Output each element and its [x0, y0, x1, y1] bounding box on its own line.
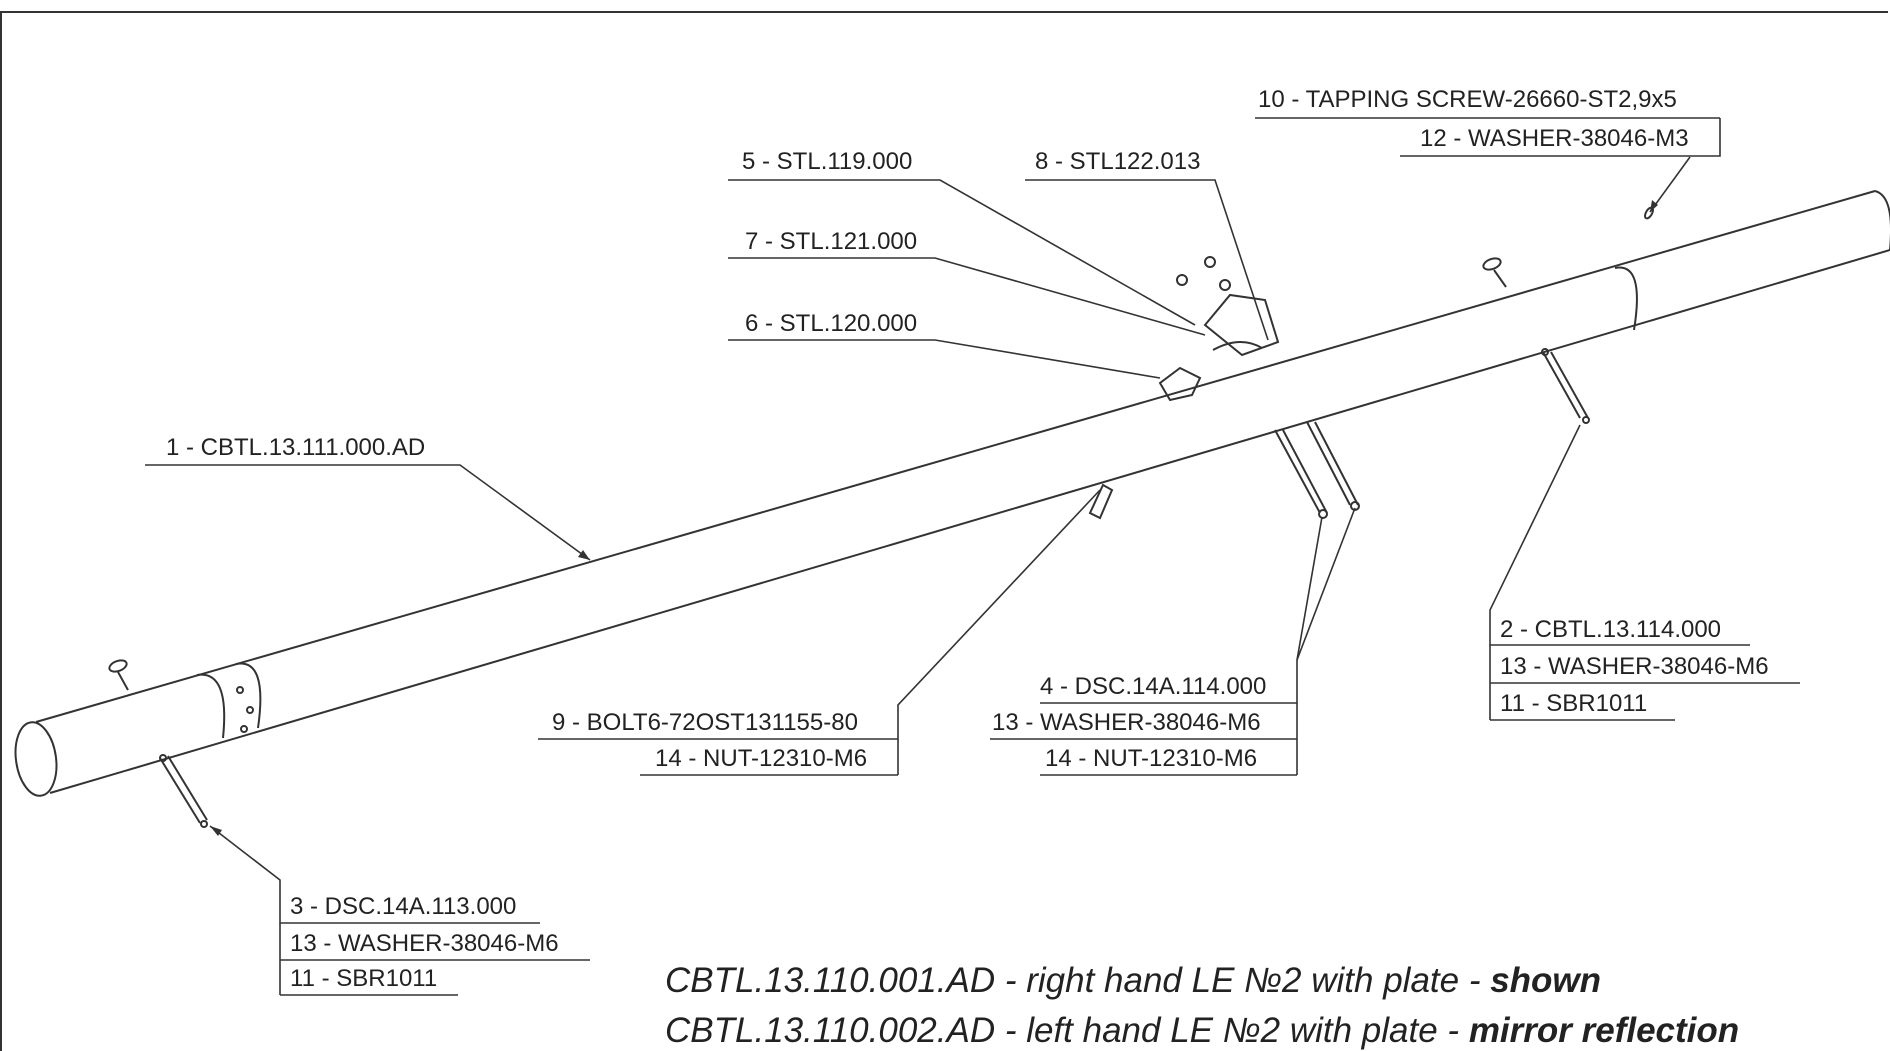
- nut: [1219, 279, 1231, 291]
- part-label-10: 10 - TAPPING SCREW-26660-ST2,9x5: [1258, 86, 1677, 113]
- bolt: [1088, 483, 1114, 520]
- part-label-2-sbr: 11 - SBR1011: [1500, 690, 1648, 717]
- bracket-plate: [1203, 293, 1280, 357]
- sleeve-hole: [236, 686, 244, 694]
- sleeve-hole: [246, 706, 254, 714]
- nut: [1176, 274, 1188, 286]
- caption-line-1-text: CBTL.13.110.001.AD - right hand LE №2 wi…: [665, 961, 1491, 1000]
- tube-far-end: [1874, 190, 1890, 250]
- part-label-9-nut: 14 - NUT-12310-M6: [655, 745, 868, 772]
- part-label-5: 5 - STL.119.000: [742, 148, 913, 175]
- part-label-6: 6 - STL.120.000: [745, 310, 918, 337]
- caption-line-2: CBTL.13.110.002.AD - left hand LE №2 wit…: [665, 1012, 1739, 1050]
- screw-washer: [108, 659, 128, 673]
- small-parts: [108, 206, 1654, 828]
- part-label-2: 2 - CBTL.13.114.000: [1500, 616, 1722, 643]
- caption-line-1-emphasis: shown: [1490, 961, 1602, 1000]
- part-label-3-washer: 13 - WASHER-38046-M6: [290, 930, 559, 957]
- nut: [1204, 256, 1216, 268]
- screw-washer: [1482, 257, 1502, 271]
- part-label-3: 3 - DSC.14A.113.000: [290, 893, 517, 920]
- part-label-9: 9 - BOLT6-72OST131155-80: [552, 709, 858, 736]
- part-label-8: 8 - STL122.013: [1035, 148, 1201, 175]
- caption-line-2-emphasis: mirror reflection: [1468, 1011, 1740, 1050]
- part-label-4-nut: 14 - NUT-12310-M6: [1045, 745, 1258, 772]
- caption-line-1: CBTL.13.110.001.AD - right hand LE №2 wi…: [665, 962, 1601, 1000]
- part-label-4-washer: 13 - WASHER-38046-M6: [992, 709, 1261, 736]
- part-label-3-sbr: 11 - SBR1011: [290, 965, 438, 992]
- part-label-2-washer: 13 - WASHER-38046-M6: [1500, 653, 1769, 680]
- right-sleeve-edge: [1614, 266, 1638, 331]
- part-label-12: 12 - WASHER-38046-M3: [1420, 125, 1689, 152]
- tube-end-ellipse: [14, 721, 58, 797]
- sleeve-hole: [240, 725, 248, 733]
- leader-lines: [145, 117, 1800, 996]
- tube-body: [14, 190, 1890, 797]
- sheet-border: [0, 11, 1888, 1051]
- left-sleeve-edge-1: [196, 673, 226, 739]
- bracket-lug: [1212, 341, 1263, 351]
- small-bracket: [1158, 366, 1202, 402]
- left-sleeve-edge-2: [235, 662, 262, 729]
- arrowheads: [210, 200, 1658, 836]
- part-label-1: 1 - CBTL.13.111.000.AD: [166, 434, 426, 461]
- part-label-7: 7 - STL.121.000: [745, 228, 918, 255]
- part-label-4: 4 - DSC.14A.114.000: [1040, 673, 1267, 700]
- caption-line-2-text: CBTL.13.110.002.AD - left hand LE №2 wit…: [665, 1011, 1469, 1050]
